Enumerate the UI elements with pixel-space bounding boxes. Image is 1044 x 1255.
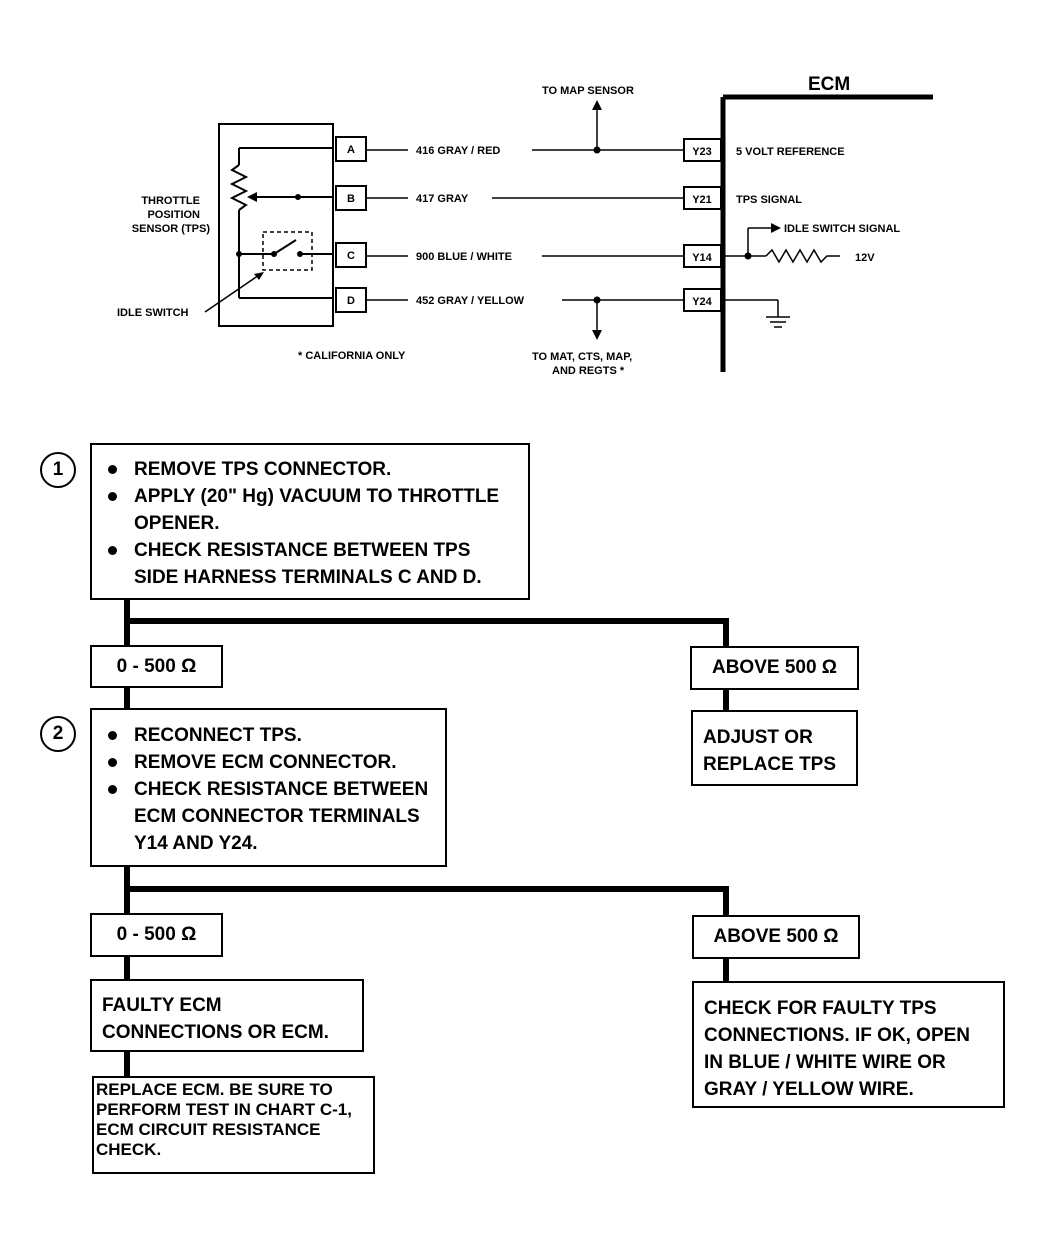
pointer-arrow-icon (254, 272, 264, 280)
sensor-pin-b-label: B (347, 193, 355, 205)
connector-to-faulty-ecm (124, 955, 130, 980)
ecm-pin-y14 (683, 244, 722, 268)
check-tps-connections-box: CHECK FOR FAULTY TPS CONNECTIONS. IF OK,… (692, 981, 1005, 1108)
ecm-pin-y24-label: Y24 (692, 296, 712, 308)
wire-a-label: 416 GRAY / RED (416, 145, 500, 157)
step-1-number: 1 (40, 452, 76, 488)
switch-blade-icon (273, 239, 297, 255)
step-1-high-result: ABOVE 500 Ω (690, 646, 859, 690)
sensor-label-line-1: THROTTLE (141, 195, 200, 207)
connector-to-check-tps (723, 957, 729, 982)
connector-step2-branch (124, 886, 729, 892)
wiring-schematic: ECM THROTTLE POSITION SENSOR (TPS) IDLE … (117, 74, 933, 377)
wire-c-label: 900 BLUE / WHITE (416, 251, 512, 263)
tps-sensor-body (218, 123, 334, 327)
junction-dot (295, 194, 301, 200)
step-2-number: 2 (40, 716, 76, 752)
idle-switch-label: IDLE SWITCH (117, 307, 189, 319)
connector-to-adjust (723, 688, 729, 712)
step-2-item: REMOVE ECM CONNECTOR. (100, 749, 435, 776)
to-mat-label-line-1: TO MAT, CTS, MAP, (532, 351, 632, 363)
sensor-pin-d-label: D (347, 295, 355, 307)
sensor-pin-a-label: A (347, 144, 355, 156)
step-1-list: REMOVE TPS CONNECTOR. APPLY (20" Hg) VAC… (100, 456, 518, 591)
step-1-item: REMOVE TPS CONNECTOR. (100, 456, 518, 483)
wiper-arrow-icon (247, 192, 257, 202)
step-2-low-result: 0 - 500 Ω (90, 913, 223, 957)
tps-signal-label: TPS SIGNAL (736, 194, 802, 206)
replace-ecm-text: REPLACE ECM. BE SURE TO PERFORM TEST IN … (96, 1080, 352, 1159)
connector-step1-branch (124, 618, 729, 624)
wire-d-label: 452 GRAY / YELLOW (416, 295, 525, 307)
adjust-replace-tps-box: ADJUST OR REPLACE TPS (691, 710, 858, 786)
sensor-pin-c (335, 242, 367, 268)
wire-b-label: 417 GRAY (416, 193, 469, 205)
sensor-label-line-3: SENSOR (TPS) (132, 223, 211, 235)
step-1-box: REMOVE TPS CONNECTOR. APPLY (20" Hg) VAC… (90, 443, 530, 600)
step-1-item: APPLY (20" Hg) VACUUM TO THROTTLE OPENER… (100, 483, 518, 537)
arrow-right-icon (771, 223, 781, 233)
ecm-label: ECM (808, 74, 850, 95)
connector-to-replace-ecm (124, 1050, 130, 1078)
sensor-pin-a (335, 136, 367, 162)
arrow-down-icon (592, 330, 602, 340)
potentiometer-icon (229, 164, 249, 211)
faulty-ecm-box: FAULTY ECM CONNECTIONS OR ECM. (90, 979, 364, 1052)
sensor-pin-c-label: C (347, 250, 355, 262)
to-map-sensor-label: TO MAP SENSOR (542, 85, 634, 97)
ecm-pin-y21 (683, 186, 722, 210)
ecm-pin-y14-label: Y14 (692, 252, 712, 264)
five-volt-reference-label: 5 VOLT REFERENCE (736, 146, 845, 158)
step-2-box: RECONNECT TPS. REMOVE ECM CONNECTOR. CHE… (90, 708, 447, 867)
step-2-item: RECONNECT TPS. (100, 722, 435, 749)
step-2-high-result: ABOVE 500 Ω (692, 915, 860, 959)
step-1-low-result: 0 - 500 Ω (90, 645, 223, 688)
connector-to-step2 (124, 686, 130, 710)
ecm-pin-y21-label: Y21 (692, 194, 712, 206)
california-note: * CALIFORNIA ONLY (298, 350, 406, 362)
ecm-pin-y23 (683, 138, 722, 162)
replace-ecm-box: REPLACE ECM. BE SURE TO PERFORM TEST IN … (92, 1076, 375, 1174)
sensor-label-line-2: POSITION (147, 209, 200, 221)
arrow-up-icon (592, 100, 602, 110)
voltage-12v-label: 12V (855, 252, 875, 264)
ecm-pin-y24 (683, 288, 722, 312)
junction-dot (236, 251, 242, 257)
step-2-item: CHECK RESISTANCE BETWEEN ECM CONNECTOR T… (100, 776, 435, 857)
pullup-resistor-icon (765, 248, 840, 264)
idle-switch-pointer (204, 272, 263, 313)
step-1-item: CHECK RESISTANCE BETWEEN TPS SIDE HARNES… (100, 537, 518, 591)
to-mat-label-line-2: AND REGTS * (552, 365, 625, 377)
ecm-pin-y23-label: Y23 (692, 146, 712, 158)
connector-step2-right (723, 886, 729, 916)
connector-step1-right (723, 618, 729, 648)
idle-switch-signal-label: IDLE SWITCH SIGNAL (784, 223, 900, 235)
idle-switch-dashed-box (262, 231, 313, 271)
step-2-list: RECONNECT TPS. REMOVE ECM CONNECTOR. CHE… (100, 722, 435, 857)
